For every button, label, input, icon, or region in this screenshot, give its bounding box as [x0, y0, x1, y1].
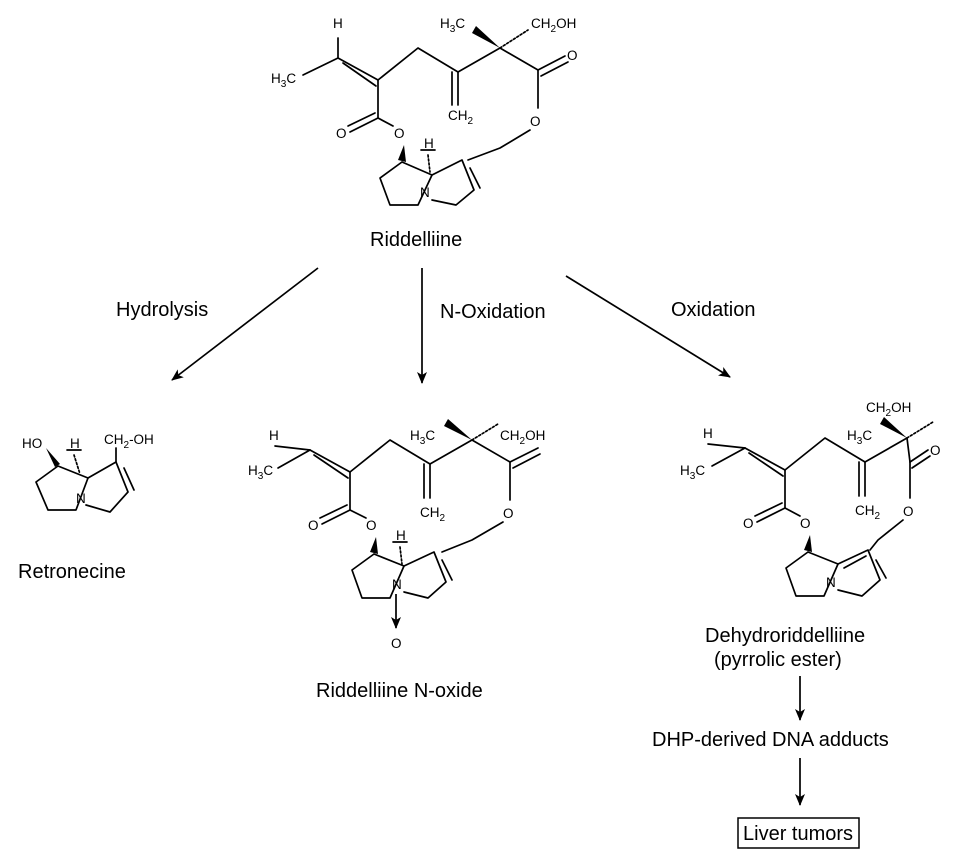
- atom-label: O: [800, 516, 811, 531]
- oxidation-label: Oxidation: [671, 299, 756, 321]
- atom-label: H3C: [440, 16, 465, 35]
- atom-label: O: [530, 114, 541, 129]
- hydrolysis-arrow: [171, 267, 319, 381]
- atom-label: H3C: [410, 428, 435, 447]
- liver-tumors-box: [737, 817, 860, 849]
- retronecine-label: Retronecine: [18, 561, 126, 583]
- atom-label: O: [336, 126, 347, 141]
- atom-label: O: [930, 443, 941, 458]
- atom-label: H3C: [271, 71, 296, 90]
- riddelliine-n-oxide-label: Riddelliine N-oxide: [316, 680, 483, 702]
- atom-label: N: [420, 185, 430, 200]
- riddelliine-label: Riddelliine: [370, 229, 462, 251]
- atom-label: O: [743, 516, 754, 531]
- atom-label: CH2-OH: [104, 432, 154, 451]
- atom-label: H3C: [248, 463, 273, 482]
- retronecine-structure: HO N H CH2-OH: [22, 432, 154, 513]
- atom-label: O: [903, 504, 914, 519]
- atom-label: H: [269, 428, 279, 443]
- atom-label: CH2OH: [531, 16, 576, 35]
- atom-label: O: [567, 48, 578, 63]
- dehydroriddelliine-structure: H H3C CH2 H3C CH2OH O O O O N: [680, 400, 941, 597]
- atom-label: O: [394, 126, 405, 141]
- oxidation-arrow: [565, 275, 731, 378]
- atom-label: CH2: [420, 505, 446, 524]
- atom-label: H: [396, 528, 406, 543]
- atom-label: CH2: [448, 108, 474, 127]
- n-oxidation-label: N-Oxidation: [440, 301, 546, 323]
- atom-label: O: [503, 506, 514, 521]
- atom-label: HO: [22, 436, 42, 451]
- atom-label: CH2OH: [866, 400, 911, 419]
- riddelliine-structure: H H3C CH2 H3C CH2OH O O O O: [271, 16, 578, 206]
- hydrolysis-label: Hydrolysis: [116, 299, 208, 321]
- liver-tumors-label: Liver tumors: [743, 823, 853, 845]
- atom-label: H3C: [680, 463, 705, 482]
- atom-label: N: [392, 577, 402, 592]
- atom-label: H: [70, 436, 80, 451]
- atom-label: O: [308, 518, 319, 533]
- dehydroriddelliine-label: Dehydroriddelliine: [705, 625, 865, 647]
- atom-label: N: [826, 575, 836, 590]
- atom-label: O: [366, 518, 377, 533]
- atom-label: O: [391, 636, 402, 651]
- pyrrolic-ester-label: (pyrrolic ester): [714, 649, 842, 671]
- atom-label: H: [703, 426, 713, 441]
- dna-adducts-label: DHP-derived DNA adducts: [652, 729, 889, 751]
- atom-label: H3C: [847, 428, 872, 447]
- atom-label: CH2OH: [500, 428, 545, 447]
- riddelliine-n-oxide-structure: H H3C CH2 H3C CH2OH O O O N H O: [248, 419, 545, 651]
- atom-label: H: [424, 136, 434, 151]
- atom-label: H: [333, 16, 343, 31]
- atom-label: N: [76, 491, 86, 506]
- atom-label: CH2: [855, 503, 881, 522]
